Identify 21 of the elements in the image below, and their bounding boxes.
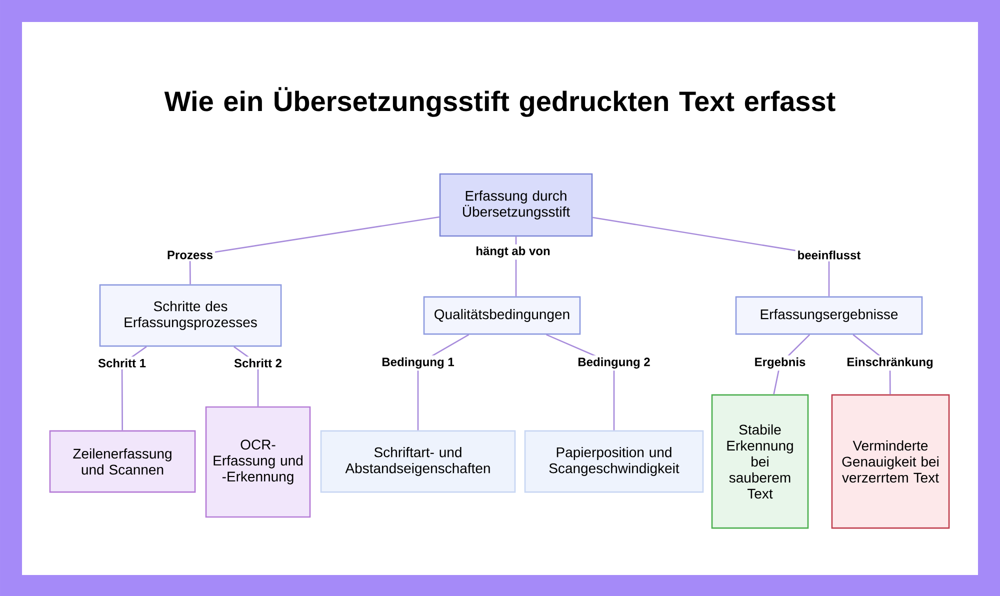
title: Wie ein Übersetzungsstift gedruckten Text erfasst bbox=[164, 87, 836, 117]
process-box: Erfassung durch Übersetzungsstift bbox=[439, 173, 593, 237]
edge-label: Schritt 1 bbox=[96, 356, 148, 370]
edge-label: hängt ab von bbox=[474, 244, 552, 260]
edge-label: Einschränkung bbox=[844, 355, 936, 371]
edge-label: Schritt 2 bbox=[232, 356, 284, 370]
process-box: Papierposition und Scangeschwindigkeit bbox=[524, 430, 704, 493]
process-box: Schriftart- und Abstandseigenschaften bbox=[320, 430, 516, 493]
edge-label: Bedingung 2 bbox=[576, 355, 652, 371]
process-box: Qualitätsbedingungen bbox=[423, 296, 581, 335]
connector-line bbox=[189, 216, 440, 284]
edge-label: beeinflusst bbox=[795, 248, 863, 262]
process-box: Verminderte Genauigkeit bei verzerrtem Text bbox=[831, 394, 950, 529]
edge-label: Bedingung 1 bbox=[380, 355, 456, 371]
process-box: Schritte des Erfassungsprozesses bbox=[99, 284, 282, 347]
process-box: OCR-Erfassung und -Erkennung bbox=[205, 406, 311, 518]
process-box: Zeilenerfassung und Scannen bbox=[49, 430, 196, 493]
process-box: Stabile Erkennung bei sauberem Text bbox=[711, 394, 809, 529]
process-box: Erfassungsergebnisse bbox=[735, 296, 923, 335]
edge-label: Ergebnis bbox=[752, 355, 808, 371]
edge-label: Prozess bbox=[165, 248, 216, 262]
